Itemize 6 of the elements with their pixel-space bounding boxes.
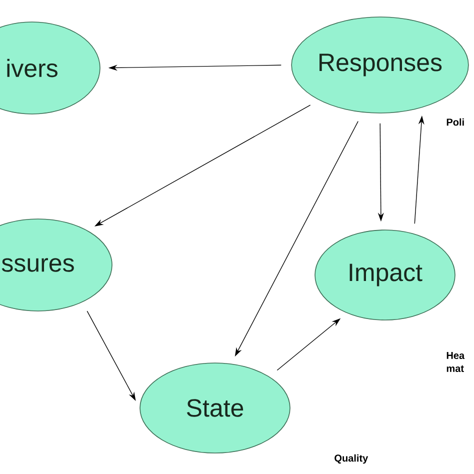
note-text: Poli: [446, 118, 464, 126]
ellipse-node: Responses: [291, 16, 469, 114]
ellipse-node: State: [140, 362, 290, 454]
ellipse-node: Impact: [314, 230, 456, 320]
note-text: Quality: [334, 454, 368, 464]
note-text: Hea mat: [446, 352, 465, 372]
